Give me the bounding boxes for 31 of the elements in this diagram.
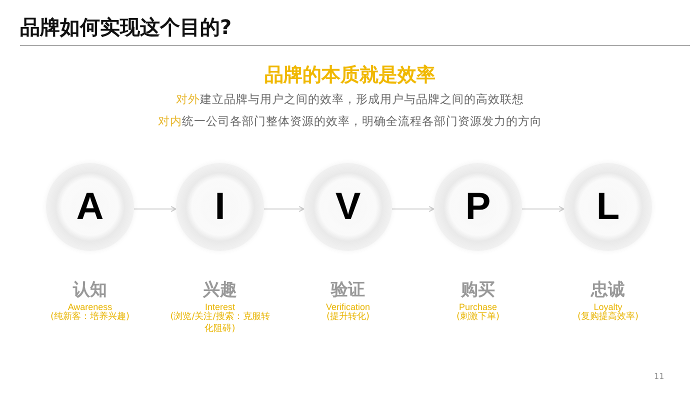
- stage-note: (刺激下单): [456, 312, 500, 324]
- letter: V: [335, 186, 361, 228]
- arrow: [264, 206, 304, 212]
- stage-note: (浏览/关注/搜索：克服转化阻碍): [170, 312, 270, 336]
- stage-title: 兴趣: [203, 279, 237, 301]
- arrow: [134, 206, 176, 212]
- stage-title: 忠诚: [591, 279, 625, 301]
- stage-note: (复购提高效率): [577, 312, 639, 324]
- stage-english-name: Loyalty: [594, 302, 622, 312]
- stage-title: 认知: [73, 279, 107, 301]
- letter: I: [214, 186, 226, 228]
- arrow: [522, 206, 564, 212]
- arrow: [392, 206, 434, 212]
- stage-note: (纯新客：培养兴趣): [50, 312, 130, 324]
- stage-english-name: Purchase: [458, 302, 498, 312]
- body-text: 建立品牌与用户之间的效率，形成用户与品牌之间的高效联想: [200, 92, 524, 106]
- slide-title: 品牌如何实现这个目的?: [20, 14, 232, 41]
- highlight-text: 对内: [158, 114, 182, 128]
- highlight-text: 对外: [176, 92, 200, 106]
- stage-english-name: Interest: [204, 302, 235, 312]
- stage-title: 验证: [331, 279, 365, 301]
- letter: L: [596, 186, 620, 228]
- stage-title: 购买: [461, 279, 495, 301]
- stage-english-name: Verification: [326, 302, 370, 312]
- stage-english-name: Awareness: [68, 302, 112, 312]
- body-text: 统一公司各部门整体资源的效率，明确全流程各部门资源发力的方向: [182, 114, 542, 128]
- stage-note: (提升转化): [326, 312, 370, 324]
- letter: P: [465, 186, 491, 228]
- letter: A: [76, 186, 104, 228]
- heading: 品牌的本质就是效率: [264, 63, 436, 88]
- page-number: 11: [654, 372, 664, 381]
